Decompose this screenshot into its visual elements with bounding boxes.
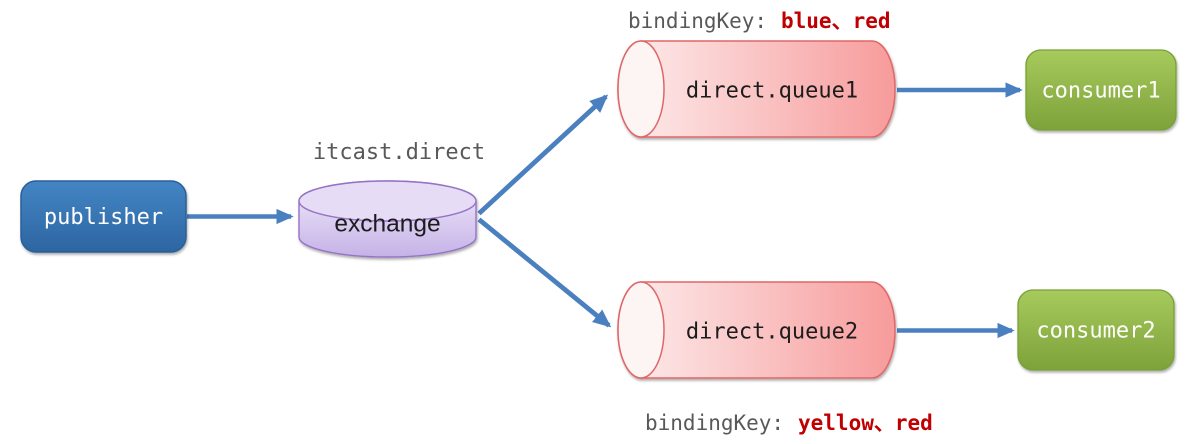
exchange-node: exchange — [298, 180, 477, 258]
exchange-label: exchange — [334, 211, 440, 238]
queue1-label: direct.queue1 — [686, 79, 858, 104]
queue2-node: direct.queue2 — [617, 281, 896, 379]
exchange-cylinder-top — [298, 180, 477, 222]
publisher-node: publisher — [20, 180, 187, 253]
arrow-exchange-to-queue2 — [477, 217, 612, 328]
queue2-binding-key: bindingKey: yellow、red — [645, 411, 933, 435]
queue1-binding-values: blue、red — [781, 9, 891, 33]
queue1-binding-prefix: bindingKey: — [628, 9, 767, 33]
arrows — [187, 82, 1023, 339]
queue2-label: direct.queue2 — [686, 320, 858, 345]
queue2-cylinder-cap — [617, 281, 665, 379]
consumer2-box — [1017, 289, 1175, 371]
queue1-binding-key: bindingKey: blue、red — [628, 9, 891, 33]
consumer2-label: consumer2 — [1036, 319, 1155, 344]
consumer2-node: consumer2 — [1017, 289, 1175, 371]
consumer1-node: consumer1 — [1025, 49, 1177, 131]
consumer1-box — [1025, 49, 1177, 131]
consumer1-label: consumer1 — [1041, 79, 1160, 104]
queue2-binding-prefix: bindingKey: — [645, 411, 784, 435]
arrow-exchange-to-queue1 — [477, 94, 609, 216]
publisher-label: publisher — [44, 205, 163, 230]
queue1-node: direct.queue1 — [617, 40, 896, 138]
publisher-box — [20, 180, 187, 253]
exchange-caption: itcast.direct — [313, 140, 485, 165]
queue1-cylinder-cap — [617, 40, 665, 138]
queue2-binding-values: yellow、red — [798, 411, 933, 435]
